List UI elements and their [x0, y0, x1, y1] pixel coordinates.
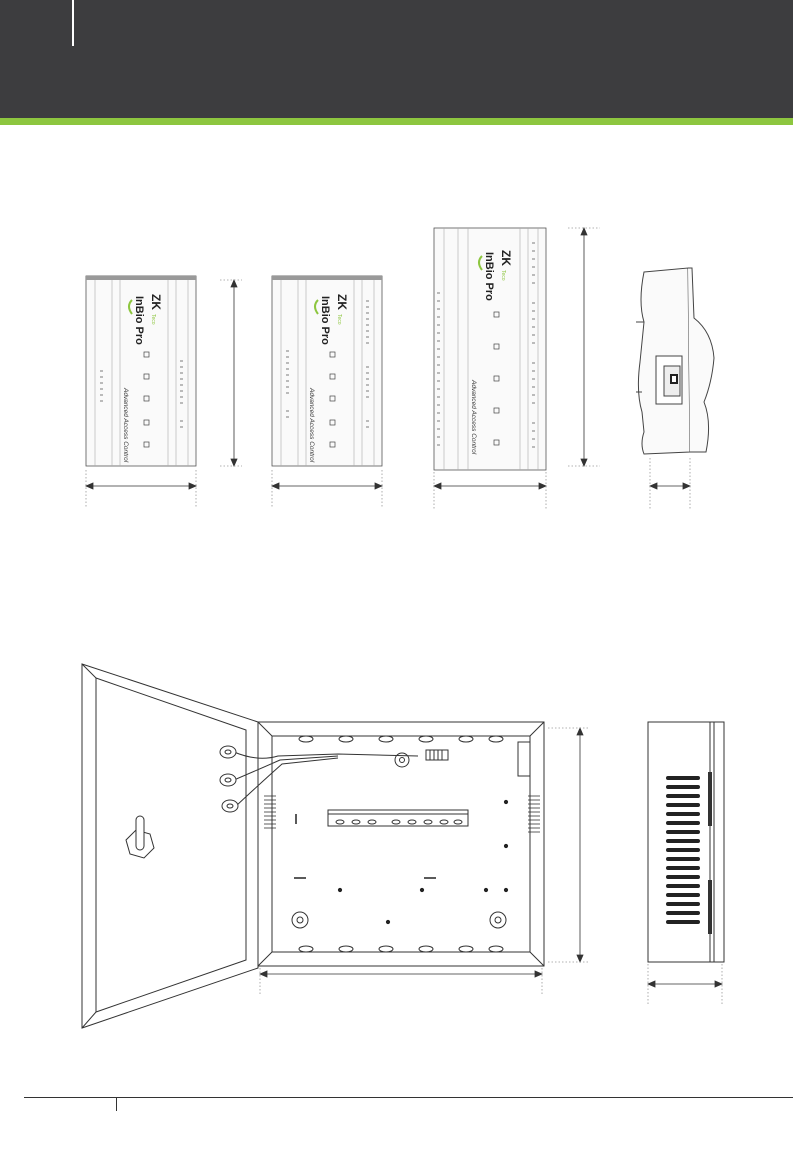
product-tagline: Advanced Access Control [308, 387, 315, 463]
height-dimension [220, 280, 242, 466]
tamper-switch [518, 742, 530, 776]
controller-front-view-2: ZK Teco InBio Pro Advanced Access Contro… [266, 270, 396, 510]
cabinet-depth-dimension [648, 964, 722, 1004]
cabinet-front-view-open [78, 656, 598, 1036]
brand-logo: ZK [335, 294, 349, 310]
height-dimension [568, 228, 600, 466]
width-dimension [434, 472, 546, 510]
brand-suffix: Teco [150, 314, 156, 325]
accent-stripe [0, 118, 793, 125]
controller-side-view [628, 262, 728, 512]
product-tagline: Advanced Access Control [470, 379, 477, 455]
controller-front-view-1: ZK Teco InBio Pro Advanced Access Contro… [80, 270, 250, 510]
width-dimension [86, 470, 196, 508]
product-name: InBio Pro [483, 252, 495, 301]
width-dimension [272, 470, 382, 508]
footer-rule [24, 1097, 793, 1098]
controller-front-view-3: ZK Teco InBio Pro Advanced Access Contro… [428, 222, 608, 512]
cabinet-door [82, 664, 258, 1028]
page-header [0, 0, 793, 118]
cabinet-width-dimension [260, 968, 542, 996]
cabinet-side-view [636, 716, 732, 1006]
cabinet-height-dimension [548, 728, 590, 962]
product-name: InBio Pro [133, 296, 145, 345]
side-profile [636, 268, 714, 454]
depth-dimension [650, 458, 690, 510]
brand-logo: ZK [149, 294, 163, 310]
product-tagline: Advanced Access Control [122, 387, 129, 463]
din-rail [328, 810, 468, 826]
brand-suffix: Teco [336, 314, 342, 325]
product-name: InBio Pro [319, 296, 331, 345]
brand-suffix: Teco [500, 270, 506, 281]
brand-logo: ZK [499, 250, 513, 266]
header-divider [72, 0, 74, 46]
footer-divider [116, 1097, 117, 1111]
